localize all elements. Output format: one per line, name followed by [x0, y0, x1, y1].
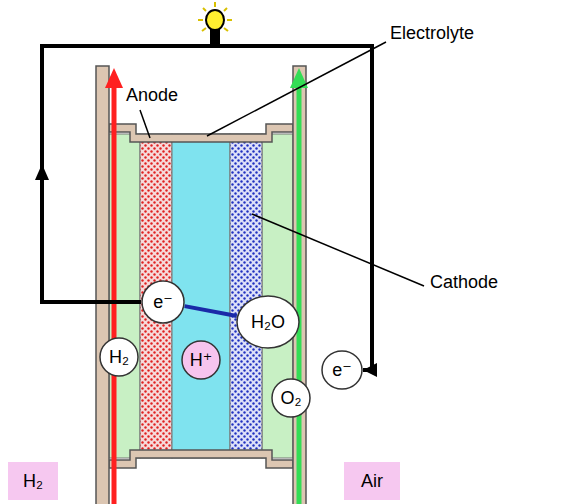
node-text: e⁻ — [153, 293, 173, 311]
bottom-flange — [109, 450, 293, 468]
hydrogen-flow-arrowhead — [105, 68, 123, 88]
electron-circle: e⁻ — [141, 280, 185, 324]
lamp — [198, 2, 232, 46]
air-flow-arrow — [297, 86, 302, 504]
part-label: Electrolyte — [388, 24, 476, 44]
right-end-plate — [293, 66, 306, 504]
left-end-plate — [96, 66, 109, 504]
hydrogen-flow-arrow — [112, 86, 117, 504]
water-circle: H₂O — [236, 295, 300, 349]
inlet-label-box: H₂ — [8, 462, 58, 500]
node-text: H₂O — [251, 313, 285, 331]
inlet-label-box: Air — [344, 462, 400, 500]
oxygen-circle: O₂ — [271, 378, 311, 418]
node-text: O₂ — [281, 389, 302, 407]
electron-circle: e⁻ — [321, 350, 363, 390]
node-text: H₂ — [109, 348, 129, 366]
cathode-leader — [252, 214, 424, 286]
node-text: H₂ — [23, 472, 43, 490]
electrolyte-leader — [207, 42, 386, 136]
cathode-layer — [230, 134, 262, 458]
anode-leader — [140, 110, 150, 138]
node-text: e⁻ — [332, 361, 352, 379]
electron-path-line — [185, 306, 237, 316]
external-circuit-wire — [42, 46, 372, 370]
top-flange — [109, 124, 293, 142]
part-label: Anode — [124, 86, 180, 106]
part-label: Cathode — [428, 273, 500, 293]
node-text: Air — [361, 472, 383, 490]
proton-circle: H⁺ — [181, 340, 221, 380]
hydrogen-circle: H₂ — [99, 337, 139, 377]
node-text: H⁺ — [190, 351, 213, 369]
